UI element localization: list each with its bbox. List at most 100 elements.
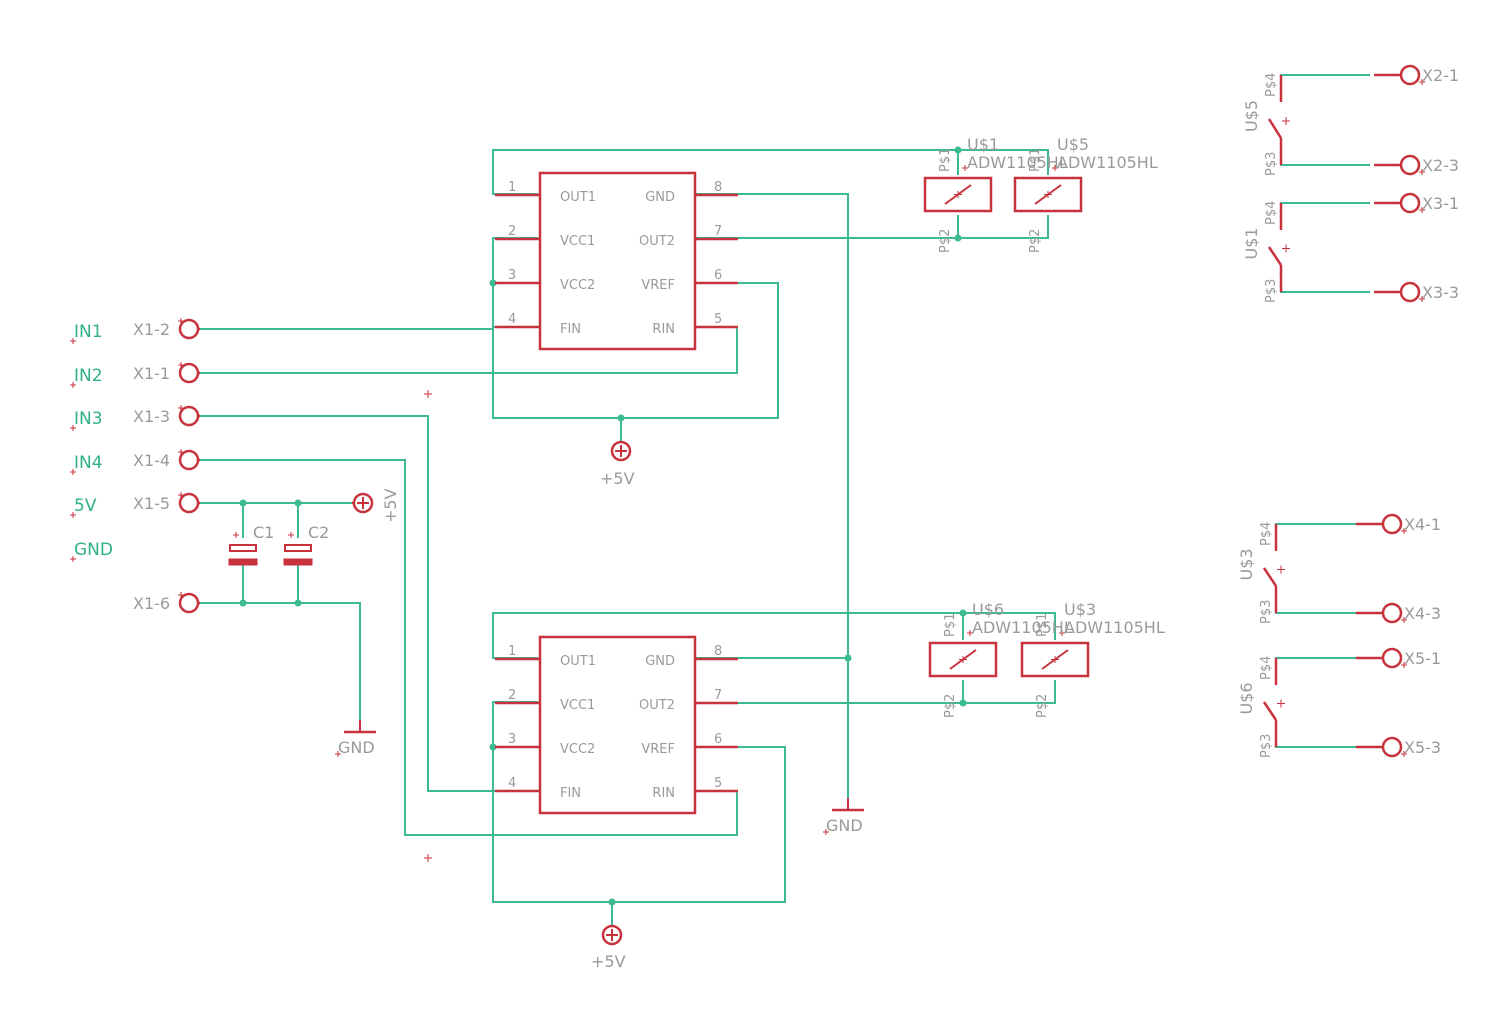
capacitor-c1-label: C1 (253, 523, 274, 542)
gnd-right-label: GND (826, 816, 863, 835)
connector-x1-6-pad[interactable] (178, 592, 200, 614)
relay-coil-pin-label: P$1 (938, 148, 953, 172)
ic-pin-name: GND (645, 190, 675, 205)
connector-x1-4-pad[interactable] (178, 449, 200, 471)
net-label-in2: IN2 (74, 366, 103, 386)
wires (200, 74, 1370, 925)
relay-coil-body (1013, 176, 1083, 213)
net-label-in1: IN1 (74, 322, 103, 342)
ic-pin-number: 3 (508, 268, 516, 283)
wire-in4 (200, 459, 738, 836)
relay-coil-pin-label: P$2 (938, 229, 953, 253)
relay-switch-u5[interactable] (1267, 64, 1421, 176)
relay-switch-u1[interactable] (1267, 192, 1421, 303)
ic-pin-number: 6 (714, 268, 722, 283)
connector-x1-5: X1-5 (133, 494, 170, 513)
terminal-label: X3-3 (1422, 283, 1459, 302)
ic-pin-name: OUT2 (639, 234, 675, 249)
terminal-pad[interactable] (1381, 513, 1403, 535)
ic-pin-number: 7 (714, 224, 722, 239)
ic-pin-number: 2 (508, 688, 516, 703)
relay-switch-ref-label: U$1 (1242, 227, 1261, 259)
wire-out2-bottom (695, 680, 1056, 704)
capacitor-plate-top (284, 544, 312, 552)
ic-pin-number: 2 (508, 224, 516, 239)
net-label-gnd: GND (74, 540, 113, 560)
relay-switch-ref-label: U$5 (1242, 100, 1261, 132)
terminal-pad[interactable] (1399, 281, 1421, 303)
connector-x1-3-pad[interactable] (178, 405, 200, 427)
terminal-pad[interactable] (1381, 647, 1403, 669)
terminal-pad[interactable] (1399, 64, 1421, 86)
switch-blade (1267, 118, 1283, 139)
junction (239, 499, 247, 507)
relay-switch-pin-label: P$3 (1259, 600, 1274, 624)
relay-coil-u1[interactable] (923, 176, 993, 213)
connector-x1-2-pad[interactable] (178, 318, 200, 340)
net-label-5v: 5V (74, 496, 97, 516)
junction (959, 699, 967, 707)
ic-pin-number: 4 (508, 312, 516, 327)
capacitor-plate-bottom (228, 558, 258, 566)
terminal-pad[interactable] (1381, 602, 1403, 624)
ic-pin-name: VCC2 (560, 278, 595, 293)
relay-coil-body (928, 641, 998, 678)
terminal-pad[interactable] (1381, 736, 1403, 758)
terminal-pad[interactable] (1399, 154, 1421, 176)
junction (489, 279, 497, 287)
switch-blade (1267, 246, 1283, 266)
wire-x4-3 (1275, 588, 1360, 614)
ic-pin-name: OUT2 (639, 698, 675, 713)
junction (239, 599, 247, 607)
ic-pin-number: 7 (714, 688, 722, 703)
relay-ref-label: U$3 (1064, 600, 1096, 619)
relay-switch-u3[interactable] (1262, 513, 1403, 624)
connector-x1-1: X1-1 (133, 364, 170, 383)
capacitor-plate-bottom (283, 558, 313, 566)
junction (954, 234, 962, 242)
ic-pin-name: GND (645, 654, 675, 669)
junction (294, 599, 302, 607)
capacitor-c2-label: C2 (308, 523, 329, 542)
wire-x5-1 (1275, 657, 1360, 683)
terminal-pad[interactable] (1399, 192, 1421, 214)
terminal-label: X3-1 (1422, 194, 1459, 213)
relay-coil-pin-label: P$2 (1035, 694, 1050, 718)
net-label-in3: IN3 (74, 409, 103, 429)
ic-pin-name: VCC1 (560, 698, 595, 713)
relay-coil-pin-label: P$2 (1028, 229, 1043, 253)
relay-value-label: ADW1105HL (972, 618, 1073, 637)
capacitor-plate-top (229, 544, 257, 552)
ic-1[interactable] (495, 171, 738, 351)
terminal-label: X5-1 (1404, 649, 1441, 668)
relay-switch-ref-label: U$6 (1237, 682, 1256, 714)
connector-x1-3: X1-3 (133, 407, 170, 426)
relay-switch-u6[interactable] (1262, 647, 1403, 758)
wire-out2-top (695, 215, 1049, 239)
relay-switch-ref-label: U$3 (1237, 548, 1256, 580)
wire-gnd (200, 602, 361, 732)
junction (489, 743, 497, 751)
ic-pin-number: 8 (714, 644, 722, 659)
relay-coil-u3[interactable] (1020, 641, 1090, 678)
wire-x2-1 (1280, 74, 1370, 100)
connector-x1-4: X1-4 (133, 451, 170, 470)
ic-2[interactable] (495, 635, 738, 815)
relay-coil-pin-label: P$1 (1028, 148, 1043, 172)
vcc-5v-bottom-icon (601, 924, 623, 946)
terminal-label: X2-3 (1422, 156, 1459, 175)
ic-pin-number: 5 (714, 776, 722, 791)
connector-x1-1-pad[interactable] (178, 362, 200, 384)
connector-x1-5-pad[interactable] (178, 492, 200, 514)
junction (959, 609, 967, 617)
relay-coil-pin-label: P$2 (943, 694, 958, 718)
wire-x3-1 (1280, 202, 1370, 228)
ic-pin-number: 5 (714, 312, 722, 327)
wire-x3-3 (1280, 267, 1370, 293)
ic-body (538, 635, 697, 815)
wire-x2-3 (1280, 140, 1370, 166)
relay-coil-u6[interactable] (928, 641, 998, 678)
ic-pin-name: FIN (560, 322, 581, 337)
relay-coil-u5[interactable] (1013, 176, 1083, 213)
vcc-5v-left-label: +5V (381, 488, 400, 523)
